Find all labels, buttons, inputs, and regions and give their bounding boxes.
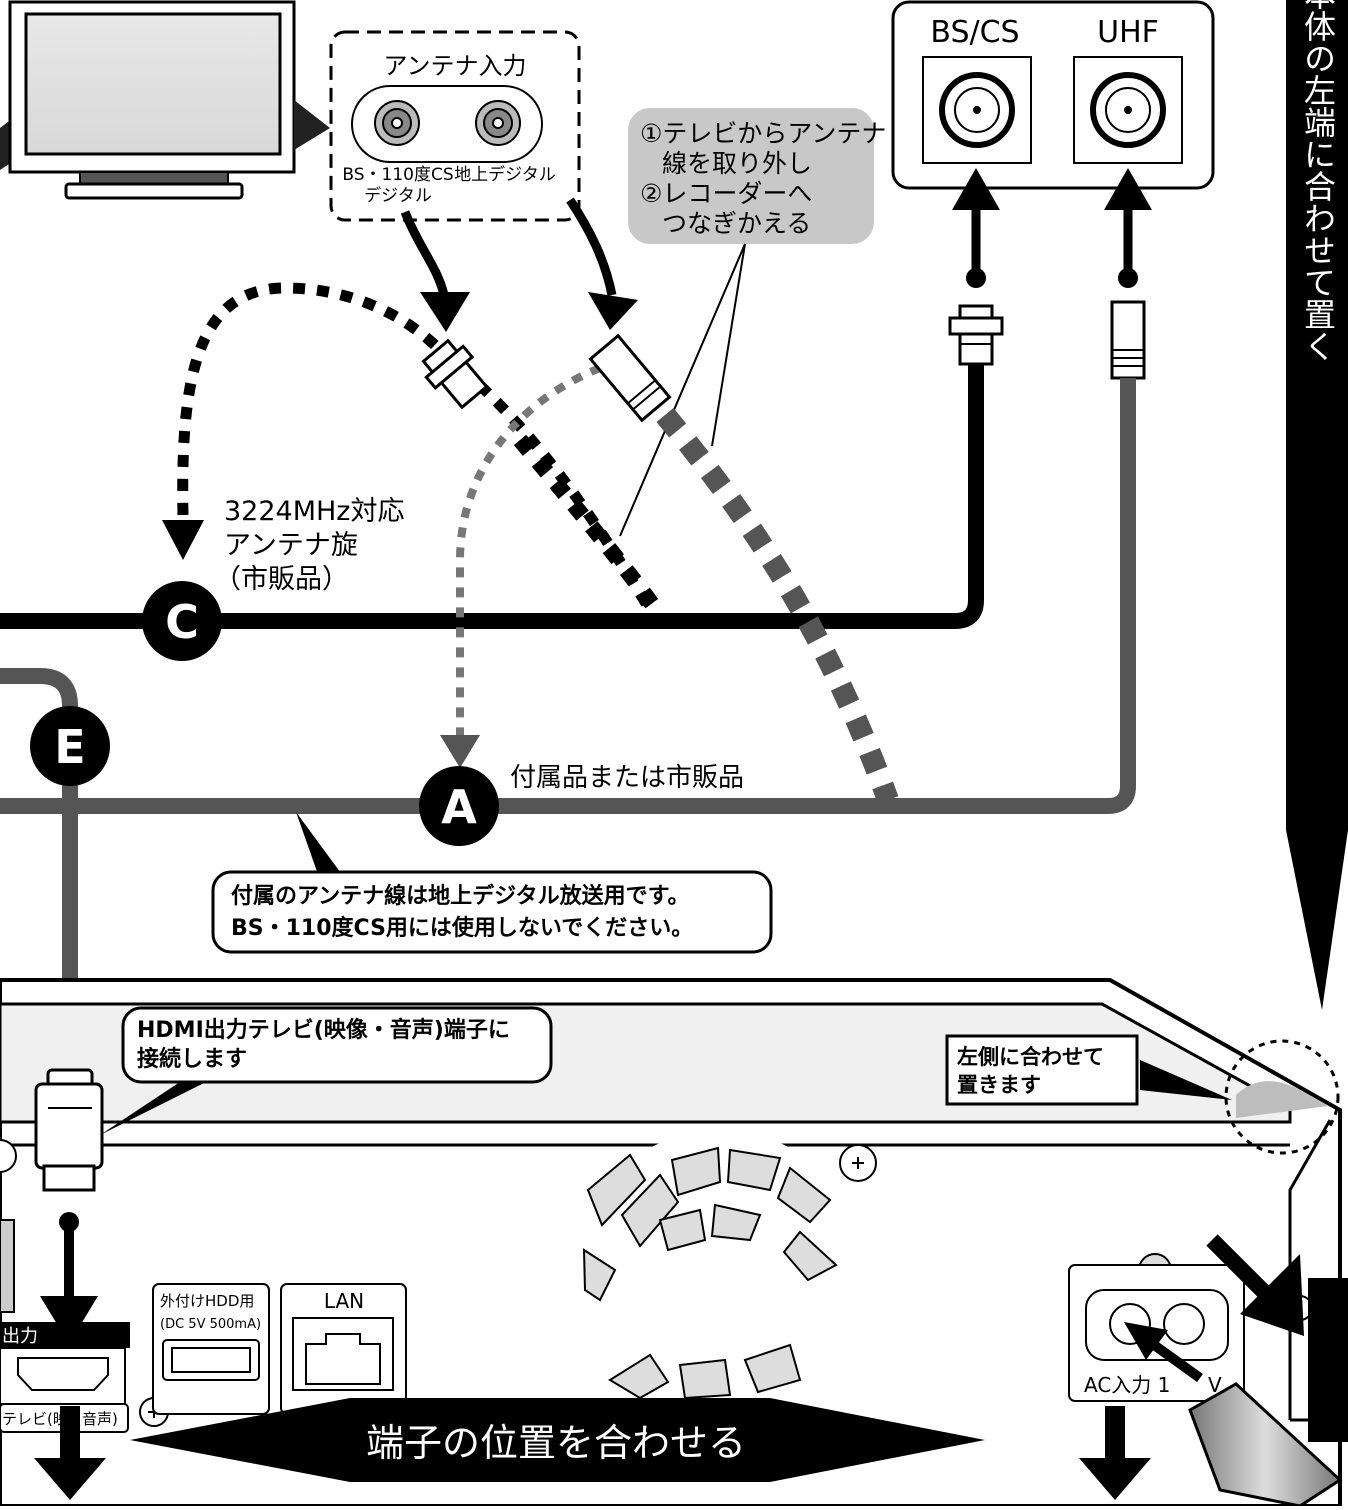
instruction-box: ①テレビからアンテナ 線を取り外し ②レコーダーへ つなぎかえる <box>619 108 886 537</box>
tv-bs-f-plug-icon <box>421 338 489 410</box>
cable-c-badge-letter: C <box>165 595 199 649</box>
usb-hdd-terminal: 外付けHDD用 (DC 5V 500mA) <box>152 1283 270 1415</box>
terminal-connect-arrows <box>952 168 1152 288</box>
bs-jack-icon <box>374 100 420 146</box>
side-banner-text: レコーダー本体の左端に合わせて置く <box>1299 0 1337 362</box>
hdmi-notice-callout: HDMI出力テレビ(映像・音声)端子に 接続します <box>100 1006 553 1135</box>
bs-jack-label-2: デジタル <box>364 185 432 206</box>
tv-illustration <box>0 0 330 200</box>
cable-a-badge-letter: A <box>441 780 477 834</box>
terrestrial-jack-icon <box>475 100 521 146</box>
uhf-push-plug-icon <box>1110 300 1146 380</box>
hdmi-terminal-label: 出力 <box>2 1326 38 1347</box>
bs-cs-terminal-icon <box>939 72 1015 148</box>
cable-e-badge: E <box>30 706 110 786</box>
ac-connect-arrow <box>1124 1322 1203 1383</box>
recorder-antenna-panel: BS/CS UHF <box>891 0 1215 190</box>
power-cord-arrow <box>1206 1234 1304 1336</box>
bs-cs-terminal-label: BS/CS <box>930 15 1019 50</box>
cable-c-label-1: 3224MHz対応 <box>224 496 404 527</box>
hdmi-terminal-sublabel-2: 音声) <box>82 1410 118 1428</box>
uhf-terminal-label: UHF <box>1097 15 1159 50</box>
hdmi-terminal-sublabel: テレビ(映 <box>2 1410 68 1428</box>
instruction-line-1: ①テレビからアンテナ <box>640 119 886 148</box>
lan-label: LAN <box>324 1289 364 1313</box>
bs-f-plug-icon <box>948 304 1004 366</box>
left-align-notice-line-2: 置きます <box>957 1073 1041 1097</box>
cable-c <box>0 364 984 629</box>
lan-terminal: LAN <box>280 1283 407 1415</box>
hdmi-connect-arrow <box>40 1212 98 1344</box>
antenna-notice-callout: 付属のアンテナ線は地上デジタル放送用です。 BS・110度CS用には使用しないで… <box>211 812 773 954</box>
left-align-notice-line-1: 左側に合わせて <box>957 1045 1104 1069</box>
hdmi-notice-line-1: HDMI出力テレビ(映像・音声)端子に <box>137 1017 510 1043</box>
old-uhf-cable-dashed <box>456 364 602 735</box>
corner-highlight <box>1224 1039 1340 1155</box>
bottom-banner-text: 端子の位置を合わせる <box>366 1421 746 1465</box>
cable-c-label-2: アンテナ旋 <box>224 530 358 561</box>
ac-plug-icon <box>1188 1382 1343 1508</box>
hdmi-notice-line-2: 接続します <box>137 1046 247 1072</box>
bottom-down-arrows <box>34 1406 1151 1500</box>
old-bs-cable-dashed <box>177 282 655 613</box>
antenna-notice-line-1: 付属のアンテナ線は地上デジタル放送用です。 <box>231 883 689 909</box>
instruction-line-3: ②レコーダーへ <box>640 179 812 208</box>
antenna-notice-line-2: BS・110度CS用には使用しないでください。 <box>231 915 693 941</box>
hdmi-plug-icon <box>34 1068 104 1192</box>
ac-input-label-2: V <box>1208 1373 1222 1397</box>
usb-hdd-sublabel: (DC 5V 500mA) <box>160 1317 261 1332</box>
cable-e-badge-letter: E <box>54 720 85 774</box>
side-banner: レコーダー本体の左端に合わせて置く <box>1286 0 1348 1010</box>
instruction-line-2: 線を取り外し <box>662 149 812 178</box>
cable-a-badge: A <box>419 766 499 846</box>
bottom-banner: 端子の位置を合わせる <box>130 1398 985 1482</box>
antenna-input-title: アンテナ入力 <box>383 52 526 80</box>
terrestrial-jack-label: 地上デジタル <box>454 164 556 185</box>
cable-c-label-3: （市販品） <box>214 564 349 595</box>
bs-jack-label: BS・110度CS <box>342 165 453 185</box>
instruction-line-4: つなぎかえる <box>662 209 811 238</box>
input-to-plug-arrows <box>400 197 638 332</box>
tv-antenna-input-panel: アンテナ入力 BS・110度CS デジタル 地上デジタル <box>329 30 581 222</box>
tv-uhf-push-plug-icon <box>588 333 672 423</box>
cable-a <box>0 378 1136 814</box>
rear-edge-marker <box>1308 1278 1348 1442</box>
usb-hdd-label: 外付けHDD用 <box>160 1292 254 1310</box>
cable-e <box>0 668 78 1070</box>
left-align-notice: 左側に合わせて 置きます <box>945 1034 1232 1106</box>
uhf-terminal-icon <box>1090 72 1166 148</box>
cable-a-label: 付属品または市販品 <box>510 763 744 793</box>
fan-grille <box>575 1130 865 1420</box>
cable-c-badge: C <box>142 581 222 661</box>
ac-input-label: AC入力 1 <box>1084 1373 1170 1397</box>
